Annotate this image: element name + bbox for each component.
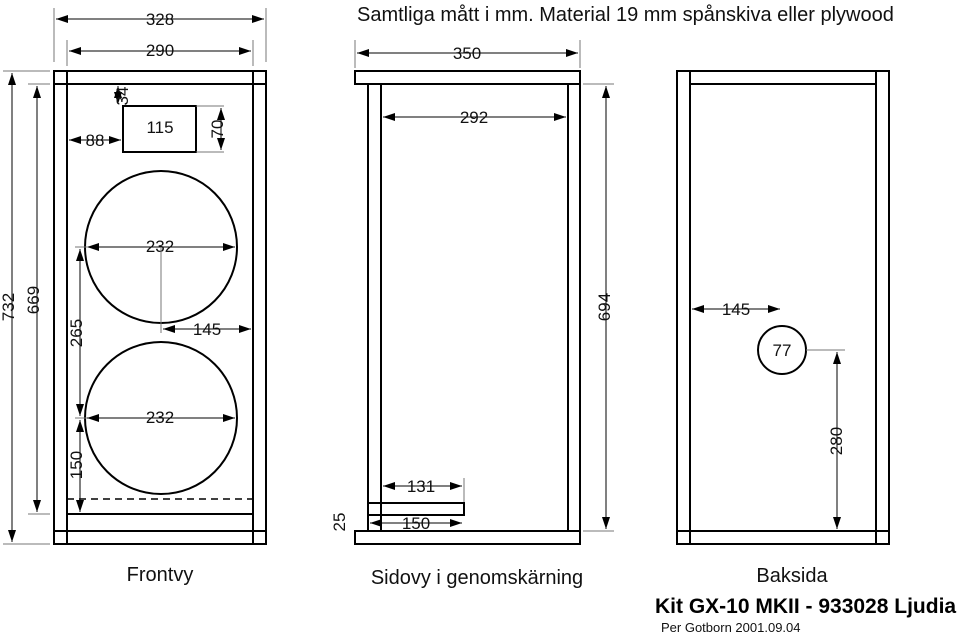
front-port-height-label: 70 (208, 120, 227, 139)
back-terminal-offset-label: 145 (722, 300, 750, 319)
back-view: 145 77 280 Baksida (676, 70, 890, 587)
front-port-width-label: 115 (146, 118, 173, 137)
side-caption: Sidovy i genomskärning (371, 567, 583, 589)
front-width-inner-label: 290 (146, 41, 174, 60)
front-driver2-diameter-label: 232 (146, 408, 174, 427)
front-port-cutout (122, 105, 197, 153)
front-view: 328 290 732 669 34 88 115 70 232 (0, 8, 267, 586)
side-depth-inner-label: 292 (460, 108, 488, 127)
author-signature: Per Gotborn 2001.09.04 (661, 620, 801, 635)
front-width-outer-label: 328 (146, 10, 174, 29)
side-view: 350 292 694 131 150 25 Sidovy i genomskä… (330, 40, 614, 589)
header-note: Samtliga mått i mm. Material 19 mm spåns… (357, 4, 894, 26)
back-panel-outline (676, 70, 890, 545)
kit-title: Kit GX-10 MKII - 933028 Ljudia AB (655, 595, 960, 618)
front-height-inner-label: 669 (24, 286, 43, 314)
front-port-left-label: 88 (86, 131, 105, 150)
side-height-label: 694 (595, 293, 614, 321)
side-bottom-board (354, 530, 581, 545)
back-terminal-diameter-label: 77 (773, 341, 792, 360)
back-caption: Baksida (756, 565, 828, 587)
front-driver-bottom-label: 150 (67, 451, 86, 479)
front-height-outer-label: 732 (0, 293, 18, 321)
side-front-wall (367, 83, 382, 532)
side-shelf-inner-label: 131 (407, 477, 435, 496)
side-top-board (354, 70, 581, 85)
front-driver-offset-label: 145 (193, 320, 221, 339)
side-shelf-label: 150 (402, 514, 430, 533)
front-driver1-diameter-label: 232 (146, 237, 174, 256)
front-caption: Frontvy (127, 564, 194, 586)
front-driver-spacing-label: 265 (67, 319, 86, 347)
back-terminal-height-label: 280 (827, 427, 846, 455)
front-port-top-label: 34 (113, 87, 132, 106)
side-shelf-height-label: 25 (330, 513, 349, 532)
side-back-wall (567, 83, 581, 532)
side-depth-outer-label: 350 (453, 44, 481, 63)
front-panel-outline (53, 70, 267, 545)
side-shelf (367, 502, 465, 516)
